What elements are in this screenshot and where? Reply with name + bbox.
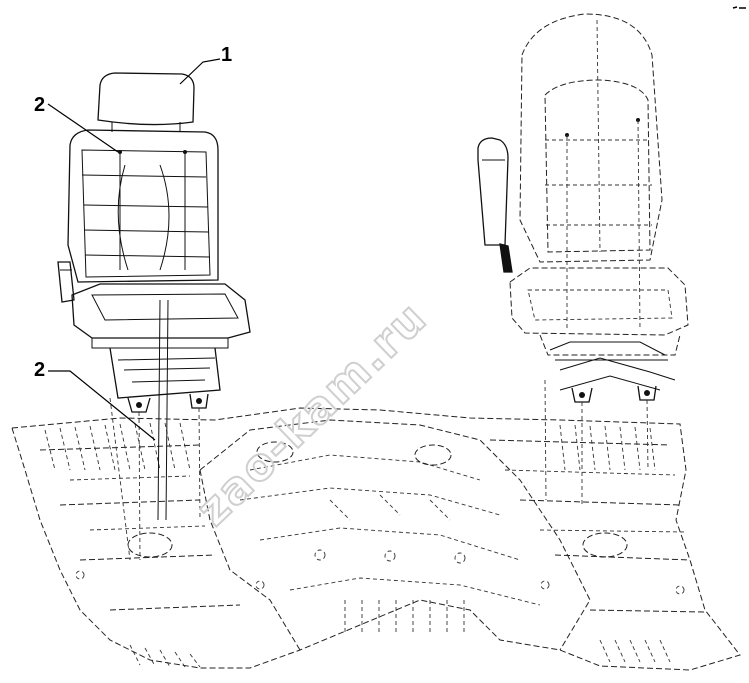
- svg-text:2: 2: [34, 94, 45, 116]
- svg-text:zao-kam.ru: zao-kam.ru: [187, 292, 437, 536]
- corner-mark: [732, 6, 746, 9]
- cab-floor-panel: [11, 407, 741, 671]
- callout-2-lower: 2: [34, 359, 156, 441]
- driver-seat-mounting-bracket: [571, 385, 657, 403]
- svg-text:2: 2: [34, 359, 45, 381]
- passenger-seat: [57, 72, 251, 561]
- watermark: zao-kam.ru: [186, 291, 438, 537]
- callout-2-upper: 2: [34, 94, 119, 153]
- callout-1: 1: [179, 44, 232, 85]
- driver-seat: [477, 13, 689, 505]
- svg-text:1: 1: [221, 44, 232, 66]
